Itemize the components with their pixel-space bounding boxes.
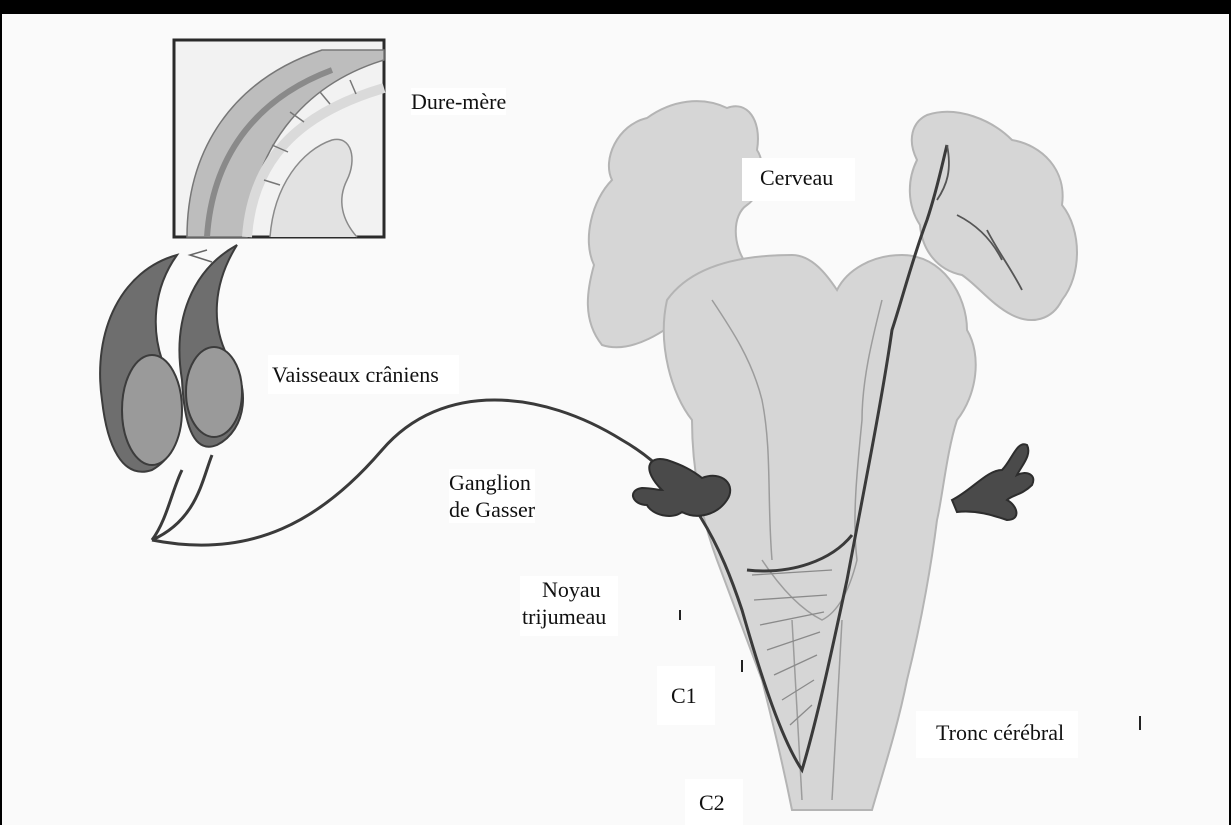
label-noyau-line2: trijumeau xyxy=(522,603,606,630)
label-ganglion-line1: Ganglion xyxy=(449,469,535,496)
label-ganglion-line2: de Gasser xyxy=(449,496,535,523)
label-noyau-line1: Noyau xyxy=(522,576,606,603)
label-c2: C2 xyxy=(685,779,743,825)
vessel-right-lumen xyxy=(186,347,242,437)
trigeminovascular-diagram xyxy=(2,14,1229,825)
label-dure-mere: Dure-mère xyxy=(411,88,506,115)
label-vaisseaux-craniens: Vaisseaux crâniens xyxy=(268,355,459,394)
label-noyau-trijumeau: Noyau trijumeau xyxy=(520,576,618,636)
vessel-left-lumen xyxy=(122,355,182,465)
label-tronc-cerebral: Tronc cérébral xyxy=(916,711,1078,758)
dure-mere-inset xyxy=(174,40,384,237)
label-cerveau: Cerveau xyxy=(742,158,855,201)
label-ganglion-de-gasser: Ganglion de Gasser xyxy=(449,469,535,523)
label-c1: C1 xyxy=(657,666,715,725)
